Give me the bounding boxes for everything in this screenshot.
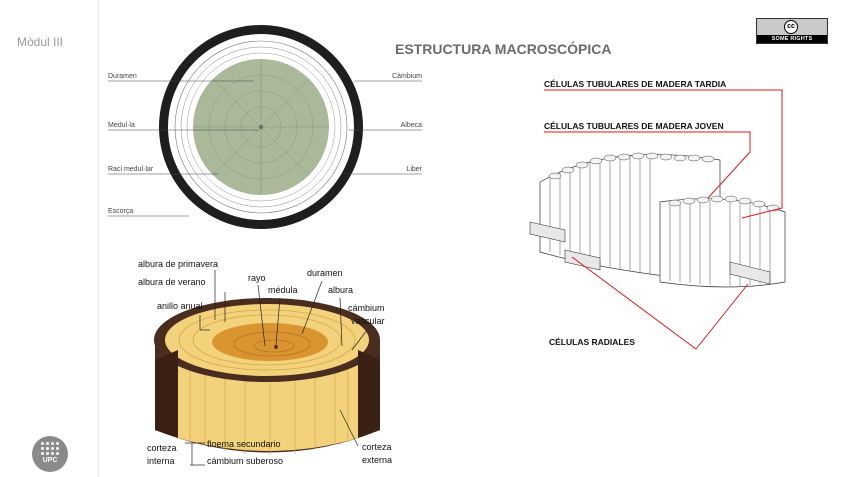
top-heartwood — [212, 323, 328, 361]
label-albeca: Albeca — [401, 122, 423, 129]
label-escorca: Escorça — [108, 208, 133, 215]
label-cambium-suberoso: cámbium suberoso — [207, 456, 283, 466]
cell-structure-diagram: CÉLULAS TUBULARES DE MADERA TARDIA CÉLUL… — [529, 79, 786, 350]
label-raci-medullar: Raci medul·lar — [108, 166, 154, 173]
label-albura: albura — [328, 285, 353, 295]
radial-cells — [529, 221, 771, 285]
license-text: SOME RIGHTS RESERVED — [757, 35, 827, 50]
label-corteza-externa-2: externa — [362, 455, 392, 465]
label-cambium-vascular-2: vascular — [351, 316, 385, 326]
label-late-wood: CÉLULAS TUBULARES DE MADERA TARDIA — [544, 79, 726, 89]
license-badge[interactable]: cc SOME RIGHTS RESERVED — [756, 18, 828, 50]
label-rayo: rayo — [248, 273, 266, 283]
label-duramen-3d: duramen — [307, 268, 343, 278]
sidebar: Mòdul III UPC — [0, 0, 99, 477]
pointer-lines — [544, 89, 783, 350]
label-medulla: Medul·la — [108, 122, 135, 129]
label-duramen: Duramen — [108, 73, 137, 80]
wood-block-diagram: albura de primavera albura de verano ani… — [138, 259, 392, 466]
trunk-section-diagram: Duramen Medul·la Raci medul·lar Escorça … — [108, 25, 423, 229]
cc-icon: cc — [784, 20, 798, 34]
label-albura-primavera: albura de primavera — [138, 259, 218, 269]
label-young-wood: CÉLULAS TUBULARES DE MADERA JOVEN — [544, 121, 724, 131]
label-floema: floema secundario — [207, 439, 281, 449]
medula-dot — [274, 345, 278, 349]
module-label: Mòdul III — [17, 35, 64, 49]
label-corteza-interna-2: interna — [147, 456, 175, 466]
label-corteza-externa-1: corteza — [362, 442, 392, 452]
label-anillo-anual: anillo anual — [157, 301, 203, 311]
upc-logo: UPC — [32, 436, 68, 472]
label-medula: médula — [268, 285, 298, 295]
label-cambium: Càmbium — [392, 73, 422, 80]
label-cambium-vascular-1: cámbium — [348, 303, 385, 313]
label-corteza-interna-1: corteza — [147, 443, 177, 453]
label-albura-verano: albura de verano — [138, 277, 206, 287]
label-liber: Liber — [406, 166, 422, 173]
label-radial-cells: CÉLULAS RADIALES — [549, 337, 635, 347]
slide-title: ESTRUCTURA MACROSCÓPICA — [395, 41, 612, 57]
upc-logo-text: UPC — [42, 457, 58, 464]
